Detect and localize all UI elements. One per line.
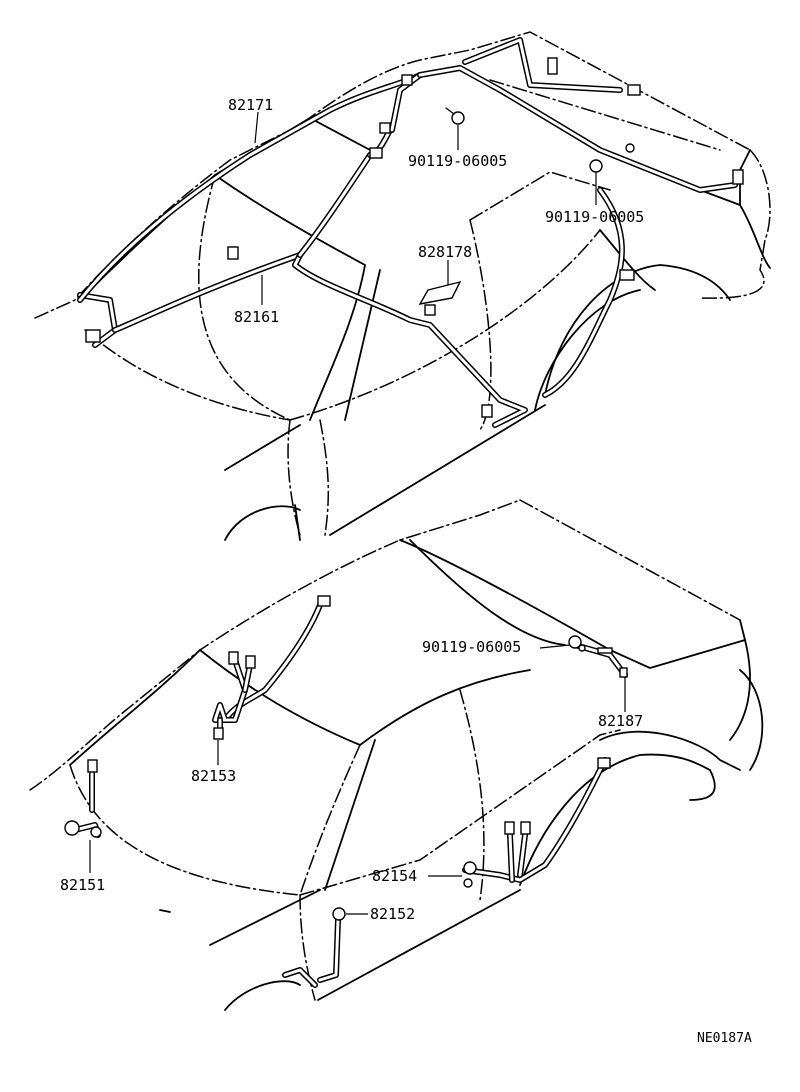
connector — [597, 757, 611, 769]
top-car-parts — [85, 57, 744, 418]
connector — [627, 84, 641, 96]
label-82171: 82171 — [228, 96, 273, 114]
connector — [481, 404, 493, 418]
label-82161: 82161 — [234, 308, 279, 326]
label-90119-06005-c: 90119-06005 — [422, 638, 521, 656]
connector — [332, 907, 346, 921]
connector — [504, 821, 515, 835]
clip-icon — [568, 635, 586, 652]
connector — [424, 304, 436, 316]
connector — [619, 667, 628, 678]
connector — [317, 595, 331, 607]
clip-icon — [589, 143, 635, 173]
label-82153: 82153 — [191, 767, 236, 785]
clip-icon — [445, 107, 465, 125]
connector — [90, 826, 102, 838]
label-828178: 828178 — [418, 243, 472, 261]
connector — [463, 878, 473, 888]
label-82154: 82154 — [372, 867, 417, 885]
label-82152: 82152 — [370, 905, 415, 923]
connector — [85, 329, 101, 343]
connector — [369, 147, 383, 159]
connector — [228, 651, 239, 665]
connector — [87, 759, 98, 773]
connector — [64, 820, 80, 836]
bottom-car-parts — [64, 595, 628, 921]
connector — [401, 74, 413, 86]
top-car-labels: 82171 82161 828178 90119-06005 90119-060… — [228, 96, 644, 326]
label-90119-06005-a: 90119-06005 — [408, 152, 507, 170]
drawing-code: NE0187A — [697, 1031, 752, 1046]
bottom-car-harness — [72, 602, 628, 988]
top-car-harness — [77, 37, 738, 428]
connector — [597, 647, 613, 654]
connector — [213, 727, 224, 740]
connector — [463, 861, 477, 875]
label-82187: 82187 — [598, 712, 643, 730]
connector — [379, 122, 391, 134]
connector — [227, 246, 239, 260]
top-car-body — [34, 31, 771, 541]
bottom-car-body — [29, 499, 764, 1011]
label-90119-06005-b: 90119-06005 — [545, 208, 644, 226]
bottom-car-labels: 90119-06005 82187 82153 82151 82154 8215… — [60, 638, 643, 923]
connector — [619, 269, 635, 281]
connector — [547, 57, 558, 75]
label-82151: 82151 — [60, 876, 105, 894]
connector — [520, 821, 531, 835]
module-pad — [418, 280, 462, 305]
connector — [245, 655, 256, 669]
connector — [732, 169, 744, 185]
